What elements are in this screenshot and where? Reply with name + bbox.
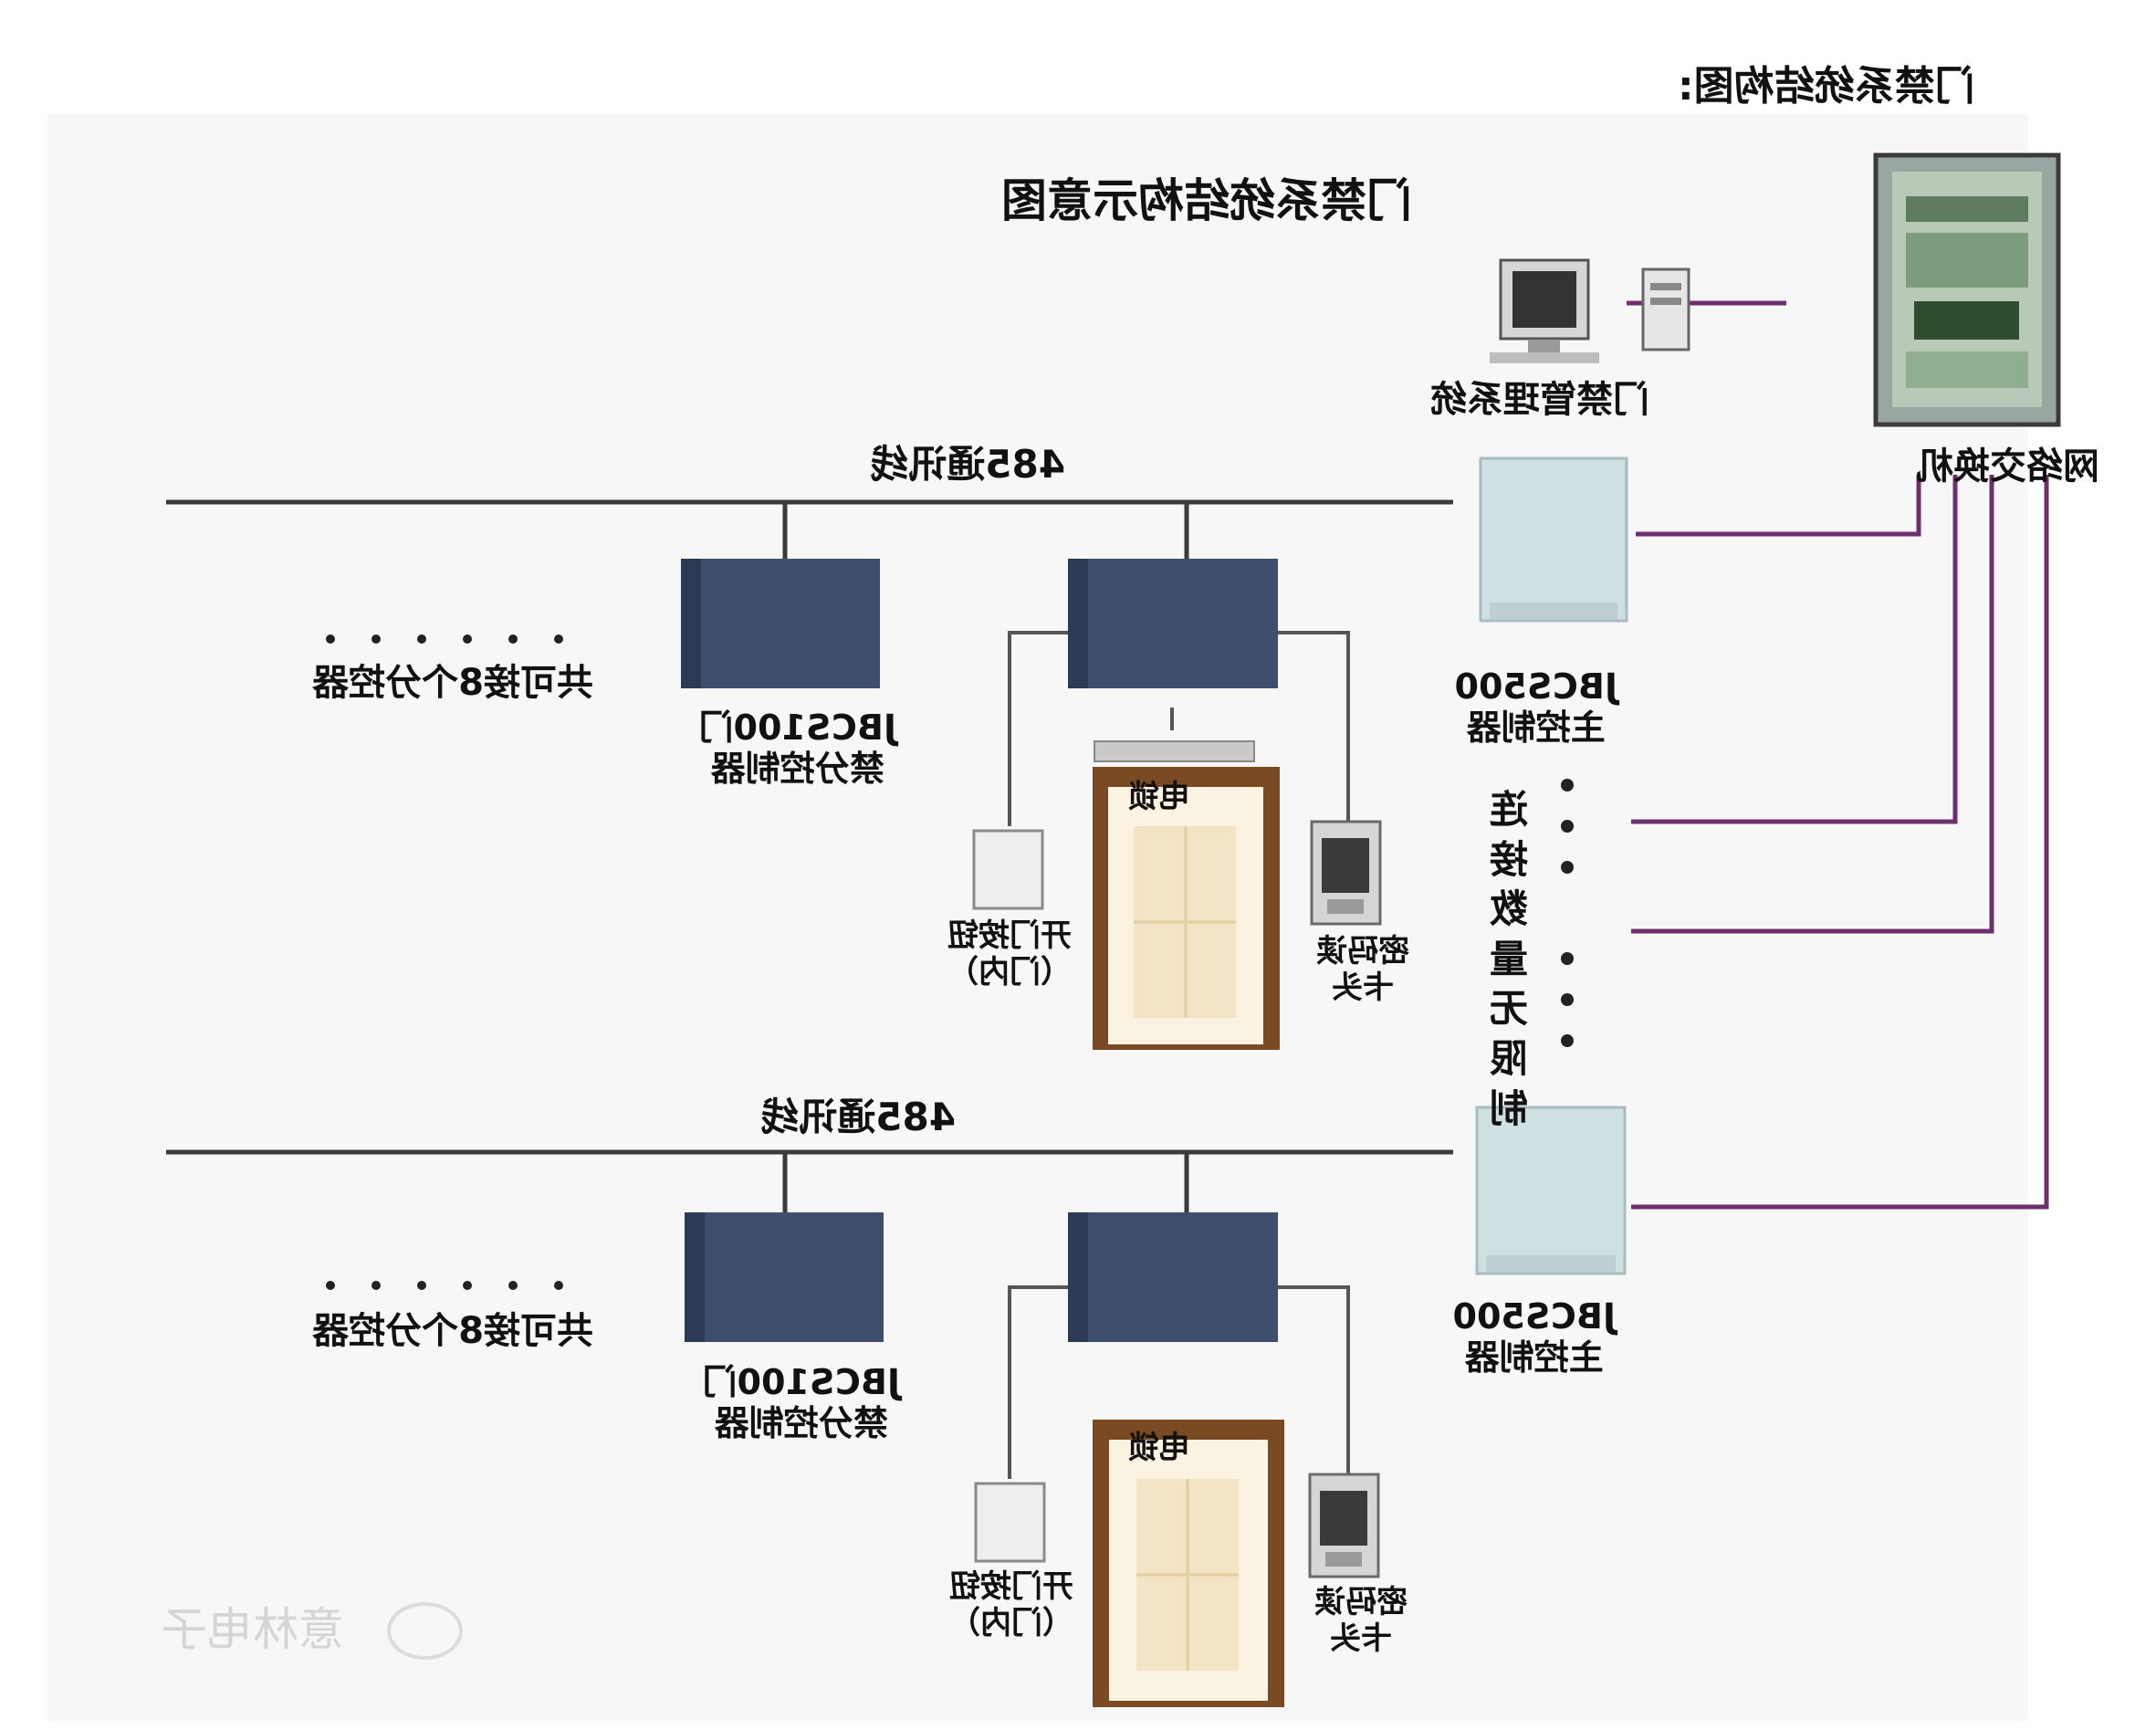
diagram-title: 门禁系统结构示意图: [1001, 174, 1412, 227]
sub-controller-bottom-label: JBCS100门 禁分控制器: [702, 1362, 900, 1443]
wire-to-reader-bottom: [1278, 1285, 1350, 1479]
watermark: 意林电子: [162, 1603, 344, 1656]
door-wiring-top: [1008, 631, 1350, 826]
watermark-logo-icon: [387, 1602, 463, 1660]
electric-lock-top-label: 电锁: [1128, 779, 1190, 815]
computer-icon: [1490, 258, 1690, 363]
sub-controllers: [681, 559, 1278, 1342]
bus-drops-bottom: [782, 1152, 1189, 1212]
network-links: [1627, 300, 2049, 1210]
unlimited-note: 连接数量无限制: [1489, 787, 1528, 1131]
network-switch-device: [1873, 152, 2061, 427]
connect-note-top: 共可接8个分控器: [312, 662, 593, 704]
exit-button-top-device: [972, 829, 1044, 910]
main-controller-bottom-device: [1475, 1106, 1627, 1275]
electric-lock-bottom-label: 电锁: [1128, 1430, 1190, 1466]
door-top: [1093, 767, 1280, 1050]
sub-controller-bottom-right-box: [685, 1212, 884, 1342]
exit-button-top-label: 开门按钮 （门内）: [947, 917, 1072, 991]
sub-controller-top-left-box: [1068, 559, 1278, 688]
bus-lines: [166, 499, 1453, 1212]
bus-drops-top: [782, 502, 1189, 559]
connect-note-bottom: 共可接8个分控器: [312, 1310, 593, 1352]
sub-controller-bottom-left-box: [1068, 1212, 1278, 1342]
main-controller-top-device: [1479, 456, 1628, 623]
link-switch-to-main-bottom: [1631, 475, 2049, 1210]
bus-label-bottom: 485通讯线: [760, 1095, 956, 1139]
door-wiring-bottom: [1008, 1285, 1350, 1479]
main-controller-bottom-label: JBCS500 主控制器: [1452, 1296, 1616, 1378]
sub-controller-top-right-box: [681, 559, 880, 688]
link-switch-to-note-1: [1631, 475, 1958, 824]
wire-to-exit-button-top: [1008, 631, 1068, 826]
keypad-reader-bottom-label: 密码读 卡头: [1314, 1584, 1408, 1658]
keypad-reader-top-device: [1310, 820, 1382, 926]
door-bottom: [1093, 1420, 1284, 1707]
bus-label-top: 485通讯线: [870, 442, 1065, 487]
continuation-marks: [326, 634, 1574, 1290]
link-switch-to-note-2: [1631, 475, 1994, 934]
wire-to-exit-button-bottom: [1008, 1285, 1068, 1479]
keypad-reader-bottom-device: [1308, 1473, 1380, 1578]
header-title: 门禁系统结构图:: [1678, 63, 1975, 110]
electric-lock-device-top: [1094, 740, 1255, 762]
exit-button-bottom-label: 开门按钮 （门内）: [949, 1568, 1073, 1642]
link-switch-to-main-top: [1636, 475, 1921, 537]
management-system-label: 门禁管理系统: [1430, 379, 1649, 421]
network-switch-label: 网络交换机: [1917, 446, 2099, 488]
exit-button-bottom-device: [974, 1482, 1046, 1563]
main-controller-top-label: JBCS500 主控制器: [1454, 666, 1617, 748]
sub-controller-top-label: JBCS100门 禁分控制器: [698, 708, 896, 789]
wire-to-reader-top: [1278, 631, 1350, 826]
keypad-reader-top-label: 密码读 卡头: [1316, 933, 1409, 1007]
